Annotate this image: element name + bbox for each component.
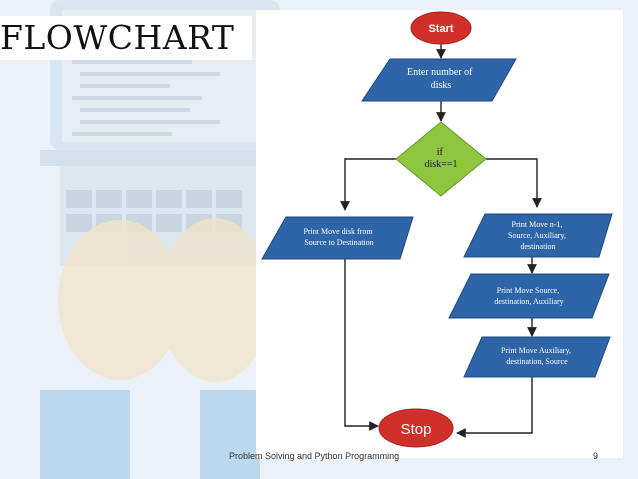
input-line-1: Enter number of bbox=[407, 67, 473, 78]
start-label: Start bbox=[428, 23, 453, 35]
right-output-3-line-2: destination, Source bbox=[506, 357, 568, 366]
decision-line-1: if bbox=[437, 147, 444, 158]
input-parallelogram: Enter number of disks bbox=[361, 58, 517, 102]
right-output-1-parallelogram: Print Move n-1, Source, Auxiliary, desti… bbox=[463, 213, 613, 258]
arrow-right3-to-stop bbox=[456, 377, 533, 438]
connectors bbox=[340, 44, 542, 438]
right-output-1-line-1: Print Move n-1, bbox=[512, 220, 563, 229]
left-output-line-1: Print Move disk from bbox=[303, 227, 373, 236]
svg-text:if disk==1: if disk==1 bbox=[425, 147, 458, 170]
footer-caption: Problem Solving and Python Programming bbox=[229, 451, 400, 461]
page-number: 9 bbox=[593, 451, 599, 461]
svg-text:Print Move Source, desti: Print Move Source, destination, Auxiliar… bbox=[494, 286, 563, 306]
start-terminal: Start bbox=[410, 11, 472, 45]
arrow-left-to-stop bbox=[344, 259, 379, 431]
slide-title: FLOWCHART bbox=[0, 16, 252, 60]
decision-diamond: if disk==1 bbox=[395, 121, 487, 197]
left-output-parallelogram: Print Move disk from Source to Destinati… bbox=[261, 216, 414, 260]
svg-text:Enter number of disks: Enter number of disks bbox=[407, 67, 475, 91]
svg-text:Print Move n-1, Source,: Print Move n-1, Source, Auxiliary, desti… bbox=[508, 220, 568, 251]
svg-text:Print Move disk from Sou: Print Move disk from Source to Destinati… bbox=[303, 227, 374, 247]
left-output-line-2: Source to Destination bbox=[304, 238, 373, 247]
stop-label: Stop bbox=[401, 421, 432, 438]
right-output-2-line-2: destination, Auxiliary bbox=[494, 297, 563, 306]
decision-line-2: disk==1 bbox=[425, 159, 458, 170]
input-line-2: disks bbox=[431, 80, 452, 91]
right-output-2-line-1: Print Move Source, bbox=[497, 286, 559, 295]
stop-terminal: Stop bbox=[378, 408, 454, 448]
right-output-1-line-3: destination bbox=[520, 242, 555, 251]
arrow-decision-to-left bbox=[340, 158, 396, 211]
right-output-3-parallelogram: Print Move Auxiliary, destination, Sourc… bbox=[463, 336, 611, 378]
right-output-2-parallelogram: Print Move Source, destination, Auxiliar… bbox=[448, 273, 610, 319]
right-output-1-line-2: Source, Auxiliary, bbox=[508, 231, 566, 240]
svg-text:Print Move Auxiliary, de: Print Move Auxiliary, destination, Sourc… bbox=[501, 346, 573, 366]
arrow-decision-to-right bbox=[486, 158, 542, 208]
right-output-3-line-1: Print Move Auxiliary, bbox=[501, 346, 571, 355]
